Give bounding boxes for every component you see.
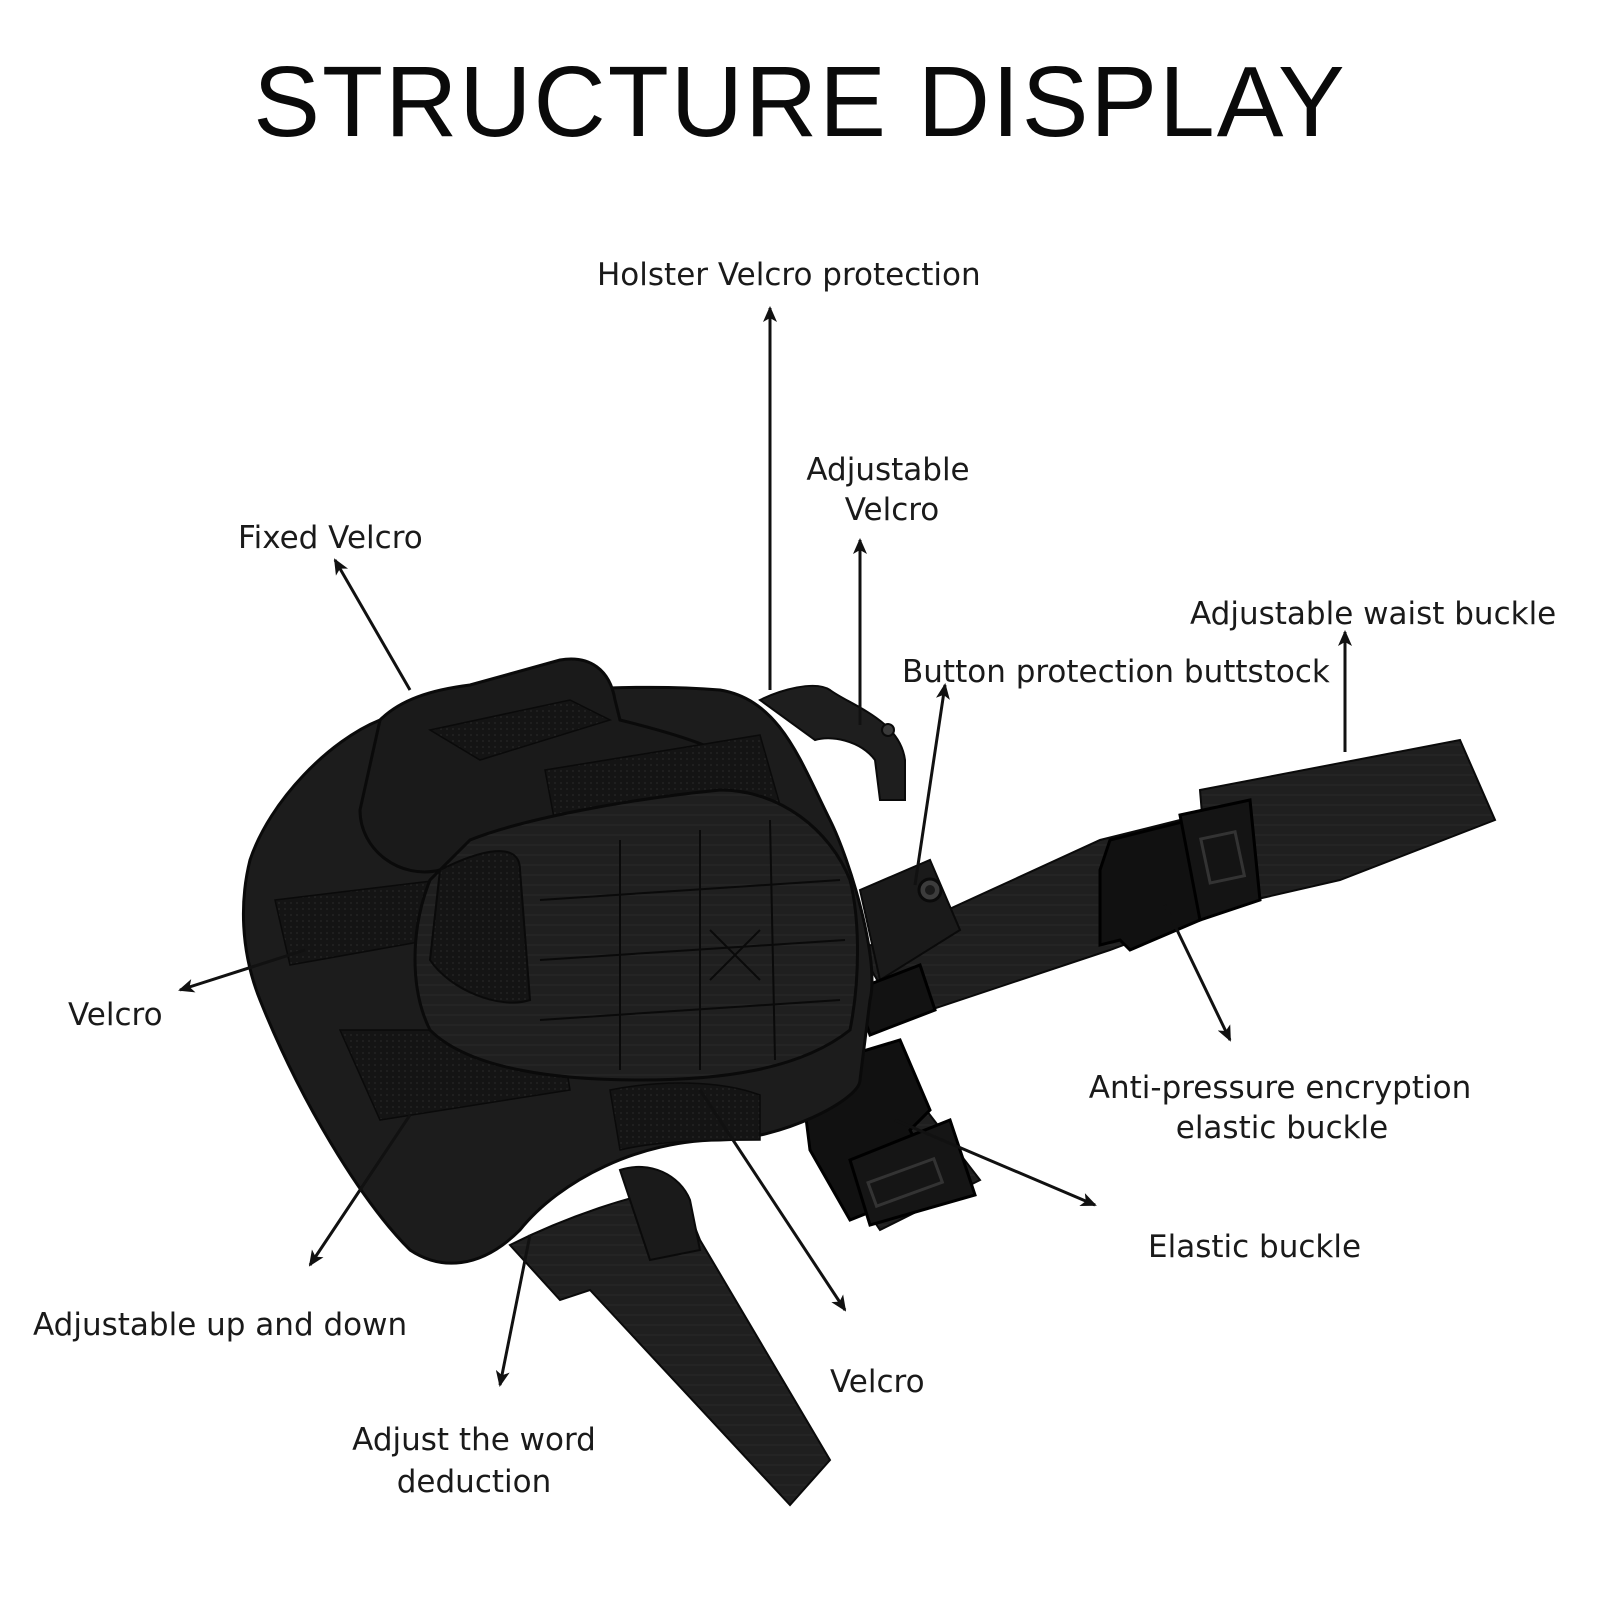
label-adjustable-waist-buckle: Adjustable waist buckle	[1190, 596, 1557, 632]
arrow-elastic-buckle	[894, 1118, 1097, 1207]
label-button-protection-buttstock: Button protection buttstock	[902, 654, 1330, 690]
label-anti-pressure-line2: elastic buckle	[1175, 1110, 1389, 1146]
bottom-velcro-strip	[609, 1082, 761, 1151]
page-title: STRUCTURE DISPLAY	[253, 46, 1347, 158]
label-adjustable-velcro-line1: Adjustable	[806, 452, 970, 488]
arrow-button-protection-buttstock	[913, 683, 950, 886]
arrow-velcro-left	[178, 948, 306, 993]
arrow-velcro-bottom	[698, 1089, 847, 1312]
gun-pocket	[413, 788, 859, 1082]
label-adjustable-velcro-line2: Velcro	[844, 492, 940, 528]
arrow-adjust-word-deduction	[495, 1234, 532, 1387]
label-fixed-velcro: Fixed Velcro	[238, 520, 423, 556]
top-strap-snap	[881, 723, 895, 737]
fixed-velcro-strip	[427, 699, 613, 761]
label-adjust-word-line1: Adjust the word	[352, 1422, 596, 1458]
molle-webbing	[539, 819, 846, 1070]
lower-strap-loop	[618, 1165, 702, 1262]
waist-buckle-male	[1178, 798, 1262, 922]
label-adjustable-up-and-down: Adjustable up and down	[33, 1307, 408, 1343]
arrow-adjustable-up-and-down	[308, 1114, 412, 1267]
arrow-anti-pressure-buckle	[1163, 904, 1232, 1042]
arrow-fixed-velcro	[333, 558, 412, 691]
label-holster-velcro-protection: Holster Velcro protection	[597, 257, 981, 293]
callout-arrows	[178, 306, 1352, 1387]
gun-pocket-flap	[428, 850, 532, 1004]
holster-product	[241, 657, 1497, 1507]
label-anti-pressure-line1: Anti-pressure encryption	[1088, 1070, 1472, 1106]
label-velcro-left: Velcro	[68, 997, 163, 1033]
label-velcro-bottom: Velcro	[830, 1364, 925, 1400]
label-elastic-buckle: Elastic buckle	[1148, 1229, 1362, 1265]
label-adjust-word-line2: deduction	[396, 1464, 552, 1500]
